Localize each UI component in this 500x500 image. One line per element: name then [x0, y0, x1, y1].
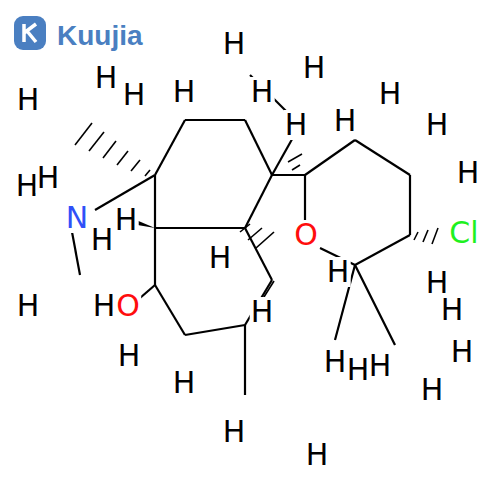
atom-label: H [368, 351, 393, 381]
atom-label: H [208, 243, 233, 273]
atom-label: H [250, 77, 275, 107]
atom-label: H [16, 291, 41, 321]
atom-label: H [250, 297, 275, 327]
atom-label: H [323, 347, 348, 377]
atom-label: H [302, 53, 327, 83]
atom-label: H [326, 257, 351, 287]
atom-label: H [346, 355, 371, 385]
atom-label: H [172, 368, 197, 398]
atom-label: H [425, 110, 450, 140]
atom-label: H [92, 291, 117, 321]
atom-label: H [117, 341, 142, 371]
atom-label: H [114, 205, 139, 235]
atom-label: O [115, 291, 141, 321]
atom-label: H [16, 85, 41, 115]
atom-label: H [222, 29, 247, 59]
atom-label: H [36, 163, 61, 193]
atom-label: H [94, 63, 119, 93]
atom-label: H [305, 440, 330, 470]
atom-label: H [425, 268, 450, 298]
atom-label: H [284, 110, 309, 140]
logo-icon [14, 16, 46, 50]
atom-label: H [440, 295, 465, 325]
atom-label: H [378, 79, 403, 109]
atom-label: H [450, 337, 475, 367]
atom-label: H [122, 80, 147, 110]
atom-label: O [293, 220, 319, 250]
atom-label: H [172, 77, 197, 107]
atom-label: H [333, 106, 358, 136]
atom-label: Cl [448, 218, 479, 248]
atom-label: H [90, 225, 115, 255]
atom-label: H [420, 375, 445, 405]
atom-label: H [222, 417, 247, 447]
atom-label: N [65, 203, 89, 233]
watermark: Kuujia [56, 22, 144, 50]
atom-label: H [456, 158, 481, 188]
